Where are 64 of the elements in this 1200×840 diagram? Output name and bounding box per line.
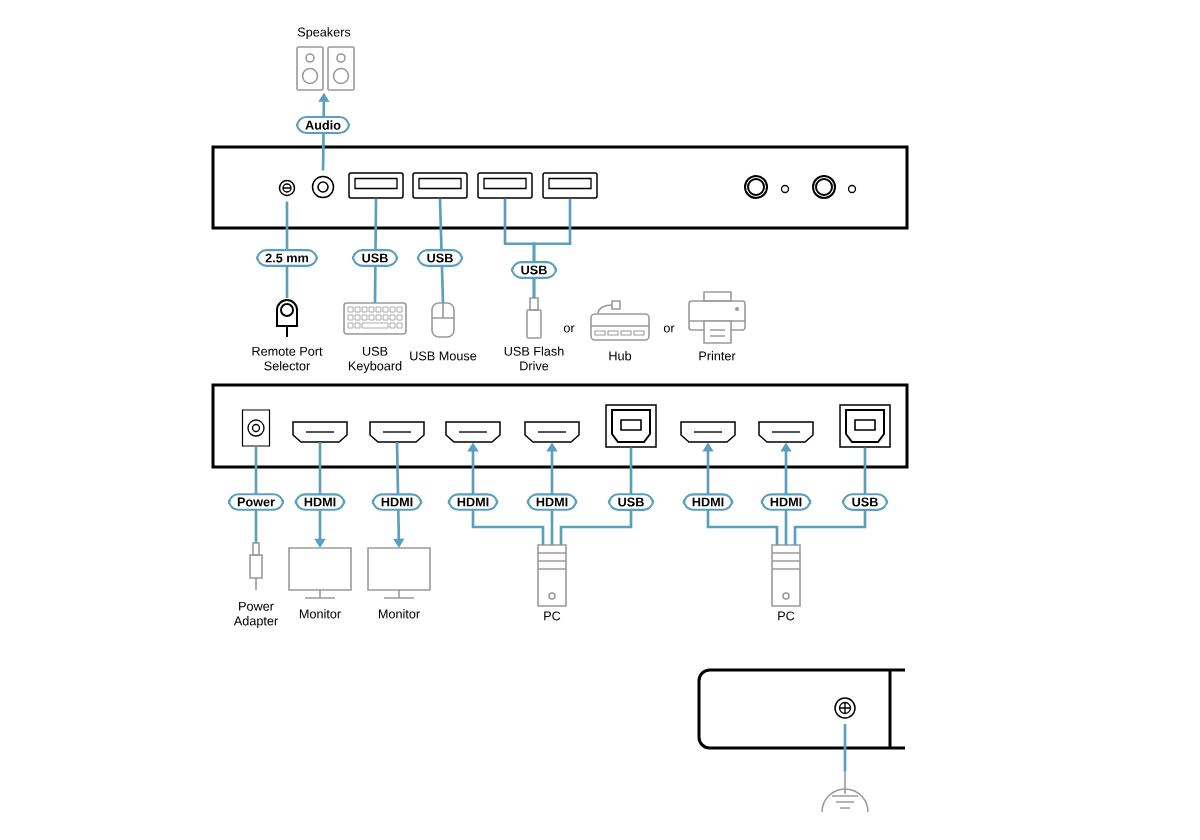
usb-b-port: [839, 404, 891, 448]
node-label: Monitor: [378, 609, 420, 619]
hdmi-port: [369, 421, 425, 443]
cable-line: [532, 198, 572, 298]
ground-screw: [834, 697, 856, 719]
separator-text: or: [663, 325, 675, 333]
ground-symbol: [821, 771, 869, 813]
power-jack: [241, 409, 271, 447]
hub-drawing: Hub: [590, 300, 650, 361]
usb-port: [477, 172, 533, 199]
keyboard-drawing: USB Keyboard: [343, 302, 407, 373]
separator-text: or: [563, 325, 575, 333]
node-label: Power Adapter: [233, 601, 278, 628]
rear-panel: [211, 383, 909, 469]
remote-port: [278, 179, 296, 197]
speakers-drawing: Speakers: [296, 27, 355, 91]
printer-drawing: Printer: [688, 291, 746, 361]
cable-label: HDMI: [760, 493, 812, 511]
cable-label: USB: [351, 249, 399, 267]
cable-line: [793, 447, 867, 545]
usb-b-port: [605, 404, 657, 448]
hdmi-port: [524, 421, 580, 443]
cable-line: [559, 447, 633, 545]
usb-port: [542, 172, 598, 199]
monitor-drawing: Monitor: [367, 547, 431, 619]
hdmi-port: [758, 421, 814, 443]
flash-drive-drawing: USB Flash Drive: [504, 297, 564, 371]
node-label: USB Flash Drive: [504, 346, 564, 371]
cable-label: HDMI: [447, 493, 499, 511]
node-label: Remote Port Selector: [252, 346, 323, 371]
cable-line: [843, 724, 847, 772]
cable-label: USB: [841, 493, 889, 511]
node-label: Speakers: [297, 27, 351, 40]
cable-label: HDMI: [682, 493, 734, 511]
hdmi-port: [680, 421, 736, 443]
pc-drawing: PC: [537, 544, 567, 621]
cable-label: HDMI: [294, 493, 346, 511]
cable-label: Audio: [296, 115, 350, 135]
side-panel: [697, 668, 905, 750]
hdmi-port: [445, 421, 501, 443]
power-adapter-drawing: Power Adapter: [233, 542, 278, 628]
front-panel: [211, 145, 909, 230]
node-label: USB Mouse: [410, 351, 477, 361]
node-label: PC: [544, 611, 561, 621]
audio-jack: [311, 175, 335, 199]
cable-label: USB: [416, 249, 464, 267]
remote-selector-drawing: Remote Port Selector: [252, 299, 323, 371]
node-label: Monitor: [299, 609, 341, 619]
cable-label: USB: [607, 493, 655, 511]
monitor-drawing: Monitor: [288, 547, 352, 619]
cable-label: HDMI: [526, 493, 578, 511]
node-label: USB Keyboard: [348, 346, 402, 373]
node-label: PC: [778, 611, 795, 621]
cable-label: Power: [227, 493, 285, 511]
usb-port: [348, 172, 404, 199]
pc-drawing: PC: [771, 544, 801, 621]
cable-label: HDMI: [371, 493, 423, 511]
usb-port: [412, 172, 468, 199]
cable-label: 2.5 mm: [256, 249, 318, 267]
node-label: Hub: [609, 351, 632, 361]
cable-label: USB: [510, 261, 558, 279]
node-label: Printer: [699, 351, 736, 361]
mouse-drawing: USB Mouse: [410, 302, 477, 361]
hdmi-port: [292, 421, 348, 443]
